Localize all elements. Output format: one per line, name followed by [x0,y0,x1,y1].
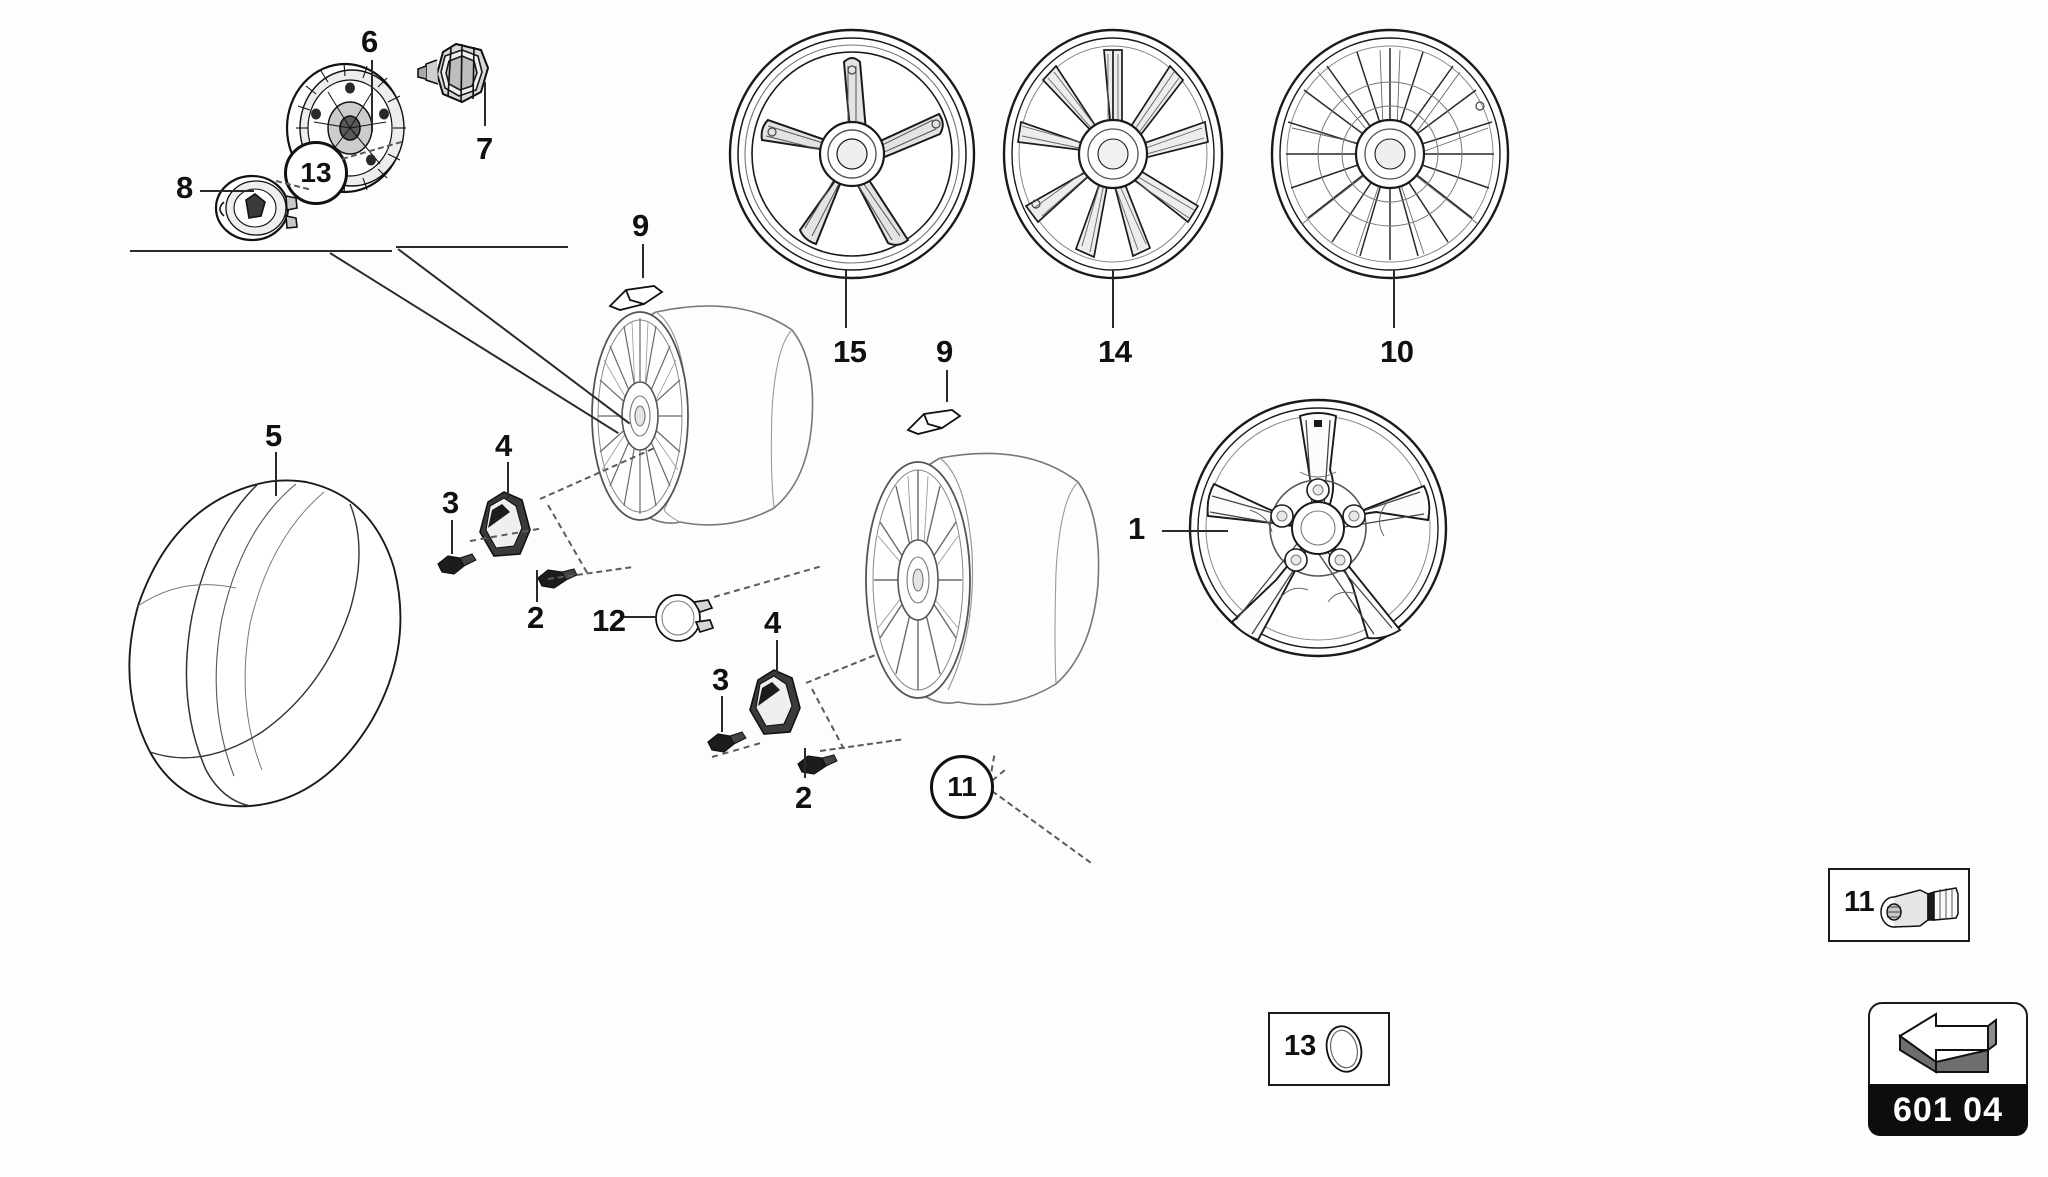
leader-10 [1393,270,1395,328]
wheel-design-10-artwork [1270,28,1510,280]
page-code-box [1868,1002,2028,1088]
dash-bolt-a [991,790,1092,864]
leader-12 [620,616,656,618]
tpms-group-lower-artwork [707,669,838,775]
callout-3-lower: 3 [712,662,729,697]
ref-line-top-a [130,250,392,252]
leader-2-upper [536,570,538,602]
callout-4-lower: 4 [764,605,781,640]
callout-6: 6 [361,24,378,59]
leader-8 [200,190,254,192]
leader-14 [1112,270,1114,328]
valve-cap-artwork [655,594,715,642]
leader-9-upper [642,244,644,278]
callout-9-lower: 9 [936,334,953,369]
callout-2-upper: 2 [527,600,544,635]
valve-stem-upper-artwork [608,285,664,311]
legend-box-oring: 13 [1268,1012,1390,1086]
wheel-design-14-artwork [1002,28,1224,280]
leader-3-lower [721,696,723,732]
legend-bolt-number: 11 [1844,886,1875,918]
leader-7 [484,82,486,126]
callout-13-circled: 13 [284,141,348,205]
wheel-bolt-icon [1880,887,1959,928]
callout-4-upper: 4 [495,428,512,463]
hub-group-artwork [214,42,490,242]
callout-1: 1 [1128,511,1145,546]
tpms-group-upper-artwork [437,491,578,589]
leader-9-lower [946,370,948,402]
leader-4-upper [507,462,509,498]
wheel-design-15-artwork [728,28,976,280]
rim-upper-perspective-artwork [591,305,814,526]
callout-3-upper: 3 [442,485,459,520]
leader-6 [371,60,373,132]
leader-3-upper [451,520,453,554]
ref-line-top-b [396,246,568,248]
o-ring-icon [1325,1025,1363,1073]
leader-5 [275,452,277,496]
callout-8: 8 [176,170,193,205]
rim-lower-perspective-artwork [865,452,1100,706]
leader-1 [1162,530,1228,532]
callout-10: 10 [1380,334,1414,369]
leader-15 [845,270,847,328]
callout-14: 14 [1098,334,1132,369]
legend-oring-number: 13 [1284,1030,1317,1062]
callout-12: 12 [592,603,626,638]
callout-9-upper: 9 [632,208,649,243]
callout-7: 7 [476,131,493,166]
dash-cap [713,565,821,598]
tire-artwork [128,479,402,808]
callout-15: 15 [833,334,867,369]
center-cap-art [214,174,298,242]
valve-stem-lower-artwork [906,409,962,435]
callout-5: 5 [265,418,282,453]
page-code-tag: 601 04 [1868,1084,2028,1136]
leader-4-lower [776,640,778,674]
arrow-block-icon [1898,1012,1997,1074]
callout-11-circled: 11 [930,755,994,819]
callout-2-lower: 2 [795,780,812,815]
legend-box-bolt: 11 [1828,868,1970,942]
forged-wheel-1-artwork [1188,398,1448,658]
spindle-nut-art [417,42,490,104]
leader-2-lower [804,748,806,778]
